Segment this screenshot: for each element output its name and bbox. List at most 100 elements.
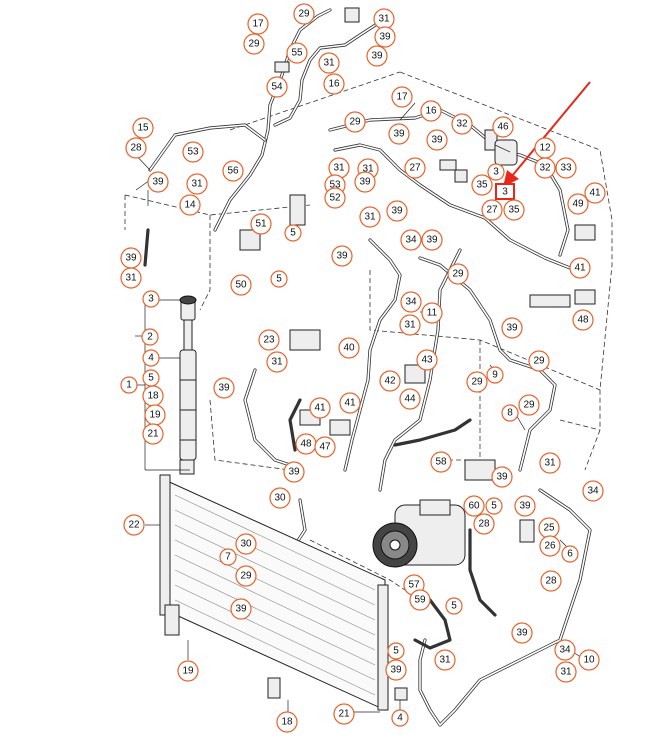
callout-number: 27: [486, 205, 498, 216]
callout-number: 58: [435, 457, 447, 468]
callout-circle: [434, 649, 456, 671]
callout-12: 12: [534, 137, 556, 159]
callout-40: 40: [338, 337, 360, 359]
callout-number: 39: [393, 129, 405, 140]
callout-32: 32: [534, 157, 556, 179]
callout-number: 60: [468, 501, 480, 512]
callout-circle: [409, 589, 431, 611]
callout-48: 48: [572, 309, 594, 331]
refrigerant-pipes: [143, 8, 592, 727]
callout-circle: [386, 200, 408, 222]
callout-number: 14: [184, 200, 196, 211]
callout-number: 17: [396, 92, 408, 103]
callout-circle: [230, 274, 252, 296]
callout-number: 56: [227, 166, 239, 177]
callout-31: 31: [120, 267, 142, 289]
callout-number: 30: [240, 539, 252, 550]
callout-circle: [324, 187, 346, 209]
callout-number: 16: [328, 79, 340, 90]
callout-circle: [250, 213, 272, 235]
callout-circle: [276, 711, 298, 733]
callout-circle: [286, 42, 308, 64]
callout-circle: [426, 129, 448, 151]
callout-39: 39: [426, 129, 448, 151]
callout-circle: [147, 171, 169, 193]
callout-39: 39: [366, 45, 388, 67]
callout-circle: [471, 174, 493, 196]
callout-14: 14: [179, 194, 201, 216]
callout-number: 39: [125, 253, 137, 264]
callout-number: 11: [427, 308, 438, 319]
callout-number: 40: [343, 343, 355, 354]
callout-50: 50: [230, 274, 252, 296]
callout-41: 41: [309, 397, 331, 419]
callout-39: 39: [421, 229, 443, 251]
callout-41: 41: [569, 257, 591, 279]
callout-8: 8: [501, 404, 519, 422]
callout-number: 41: [589, 188, 601, 199]
callout-47: 47: [314, 436, 336, 458]
callout-3: 3: [487, 163, 505, 181]
callout-circle: [141, 328, 159, 346]
callout-number: 44: [404, 394, 416, 405]
callout-48: 48: [295, 433, 317, 455]
callout-circle: [481, 199, 503, 221]
callout-22: 22: [123, 514, 145, 536]
callout-circle: [539, 535, 561, 557]
callout-number: 31: [125, 273, 137, 284]
callout-circle: [213, 377, 235, 399]
callout-circle: [420, 100, 442, 122]
callout-46: 46: [492, 116, 514, 138]
callout-41: 41: [339, 392, 361, 414]
callout-5: 5: [485, 497, 503, 515]
callout-number: 1: [126, 380, 132, 391]
callout-26: 26: [539, 535, 561, 557]
callout-circle: [501, 404, 519, 422]
callout-circle: [518, 394, 540, 416]
callout-number: 5: [451, 601, 457, 612]
callout-number: 39: [391, 206, 403, 217]
callout-number: 41: [344, 398, 356, 409]
callout-39: 39: [385, 659, 407, 681]
callout-number: 19: [182, 666, 194, 677]
callout-circle: [399, 314, 421, 336]
callout-circle: [554, 639, 576, 661]
callout-number: 28: [130, 143, 142, 154]
callout-number: 29: [452, 269, 464, 280]
callout-number: 19: [149, 410, 161, 421]
callout-21: 21: [142, 423, 164, 445]
callout-number: 35: [508, 205, 520, 216]
callout-21: 21: [333, 703, 355, 725]
callout-number: 48: [577, 315, 589, 326]
callout-number: 51: [255, 219, 267, 230]
callout-number: 5: [290, 228, 296, 239]
callout-circle: [314, 436, 336, 458]
callout-number: 31: [560, 667, 572, 678]
callout-number: 18: [147, 391, 159, 402]
callout-31: 31: [434, 649, 456, 671]
callout-circle: [391, 86, 413, 108]
callout-number: 8: [507, 408, 513, 419]
callout-5: 5: [445, 597, 463, 615]
callout-circle: [503, 199, 525, 221]
callout-34: 34: [400, 291, 422, 313]
callout-number: 29: [240, 571, 252, 582]
callout-circle: [283, 461, 305, 483]
callout-circle: [430, 451, 452, 473]
callout-number: 50: [235, 280, 247, 291]
callout-circle: [485, 497, 503, 515]
callout-circle: [487, 163, 505, 181]
callout-circle: [366, 45, 388, 67]
callout-number: 21: [147, 429, 159, 440]
callout-circle: [400, 291, 422, 313]
callout-number: 25: [543, 523, 555, 534]
callout-circle: [511, 622, 533, 644]
callout-39: 39: [511, 622, 533, 644]
callout-circle: [567, 193, 589, 215]
ac-compressor: [372, 499, 466, 568]
callout-circle: [354, 171, 376, 193]
callout-number: 42: [384, 376, 396, 387]
callout-circle: [266, 76, 288, 98]
callout-number: 6: [567, 549, 573, 560]
